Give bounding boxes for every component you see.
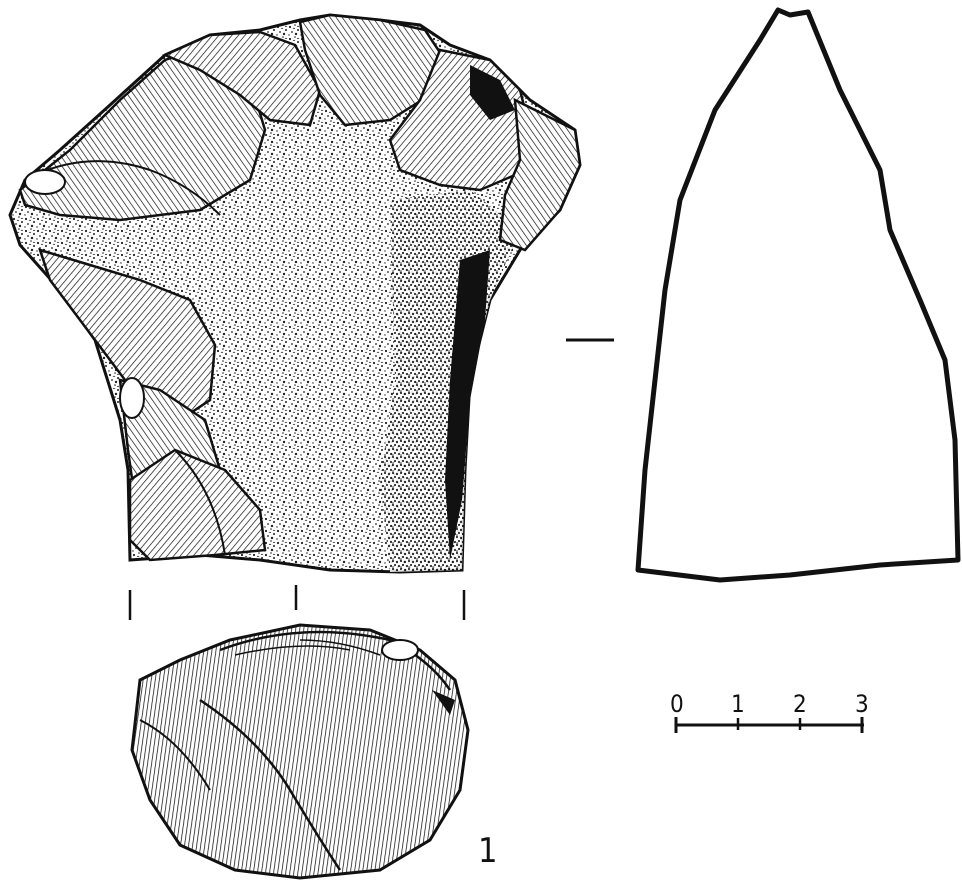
alignment-ticks <box>128 585 466 620</box>
core-platform-view <box>130 623 470 880</box>
cross-section-outline <box>635 7 961 583</box>
flake-scar-top-left <box>18 43 267 222</box>
scale-tick-label-0: 0 <box>670 690 684 718</box>
flake-scar-right-edge <box>498 97 582 252</box>
figure-number: 1 <box>478 831 497 871</box>
scale-tick-label-2: 2 <box>793 690 807 718</box>
flake-scar-left-3 <box>128 448 267 562</box>
flake-scar-top-1 <box>161 30 322 127</box>
flake-scar-left-1 <box>38 248 217 422</box>
scale-bar: 0 1 2 3 <box>670 690 869 733</box>
core-front-view <box>8 13 582 574</box>
scale-tick-label-3: 3 <box>855 690 869 718</box>
platform-outline <box>130 623 470 880</box>
scale-tick-label-1: 1 <box>731 690 745 718</box>
